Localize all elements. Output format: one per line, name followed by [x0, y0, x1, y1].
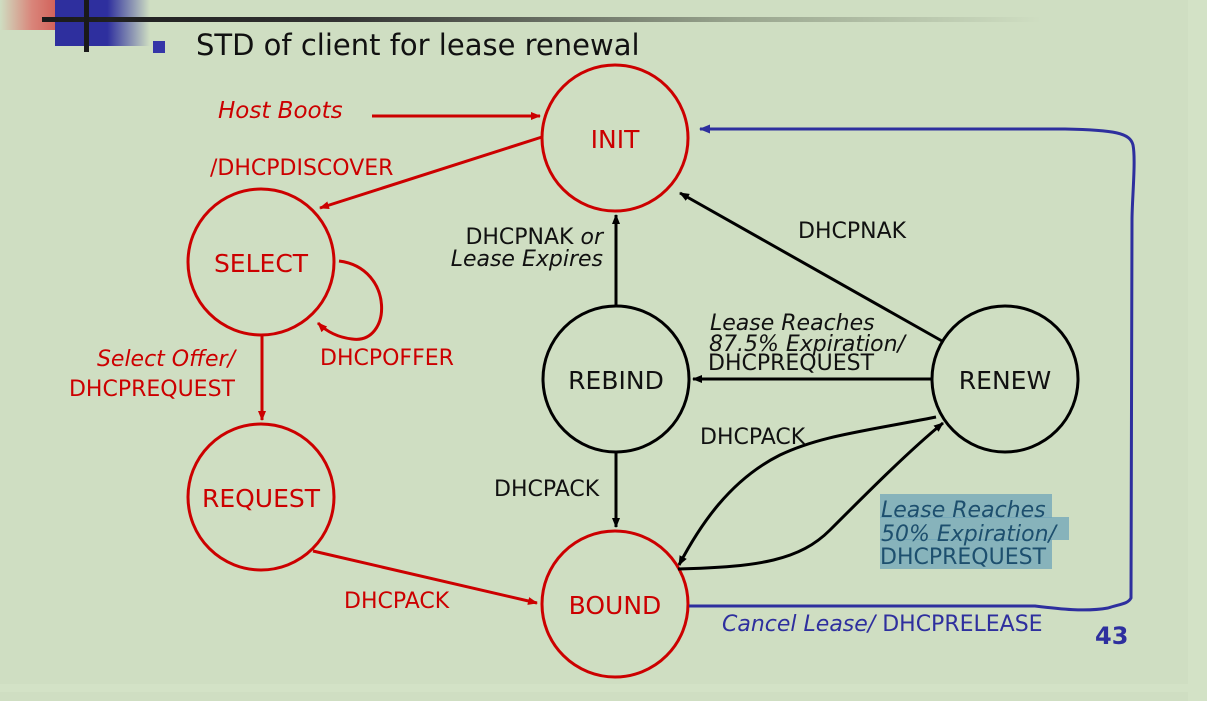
label-50-expiration: 50% Expiration/	[881, 522, 1059, 547]
label-select-dhcprequest: DHCPREQUEST	[69, 377, 236, 402]
state-rebind: REBIND	[541, 304, 691, 454]
label-renew-dhcpnak: DHCPNAK	[798, 219, 907, 244]
decoration-horizontal-line	[42, 17, 1042, 22]
arrow-renew-to-init	[679, 191, 943, 343]
state-init: INIT	[540, 63, 690, 213]
state-label: BOUND	[569, 591, 662, 620]
label-cancel-lease: Cancel Lease/ DHCPRELEASE	[722, 612, 1043, 637]
arrow-bound-to-renew	[677, 421, 944, 571]
arrow-bound-to-init-cancel	[689, 124, 1136, 612]
state-request: REQUEST	[186, 422, 336, 572]
state-label: RENEW	[959, 366, 1051, 395]
label-renew-dhcpack: DHCPACK	[700, 425, 806, 450]
label-lease-reaches-50: Lease Reaches	[881, 498, 1046, 523]
arrow-renew-to-bound	[677, 415, 937, 566]
label-select-offer: Select Offer/	[97, 347, 238, 372]
label-rebind-nak: DHCPNAK or	[465, 225, 605, 250]
label-bound-dhcprequest: DHCPREQUEST	[880, 545, 1047, 570]
state-bound: BOUND	[540, 529, 690, 679]
label-dhcpdiscover: /DHCPDISCOVER	[210, 156, 393, 181]
label-rebind-dhcpack: DHCPACK	[494, 477, 600, 502]
label-lease-expires: Lease Expires	[451, 247, 603, 272]
state-label: REQUEST	[202, 484, 321, 513]
label-875-expiration: 87.5% Expiration/	[709, 332, 908, 357]
label-request-dhcpack: DHCPACK	[344, 589, 450, 614]
label-dhcpoffer: DHCPOFFER	[320, 346, 454, 371]
state-select: SELECT	[186, 187, 336, 337]
slide-edge	[1188, 0, 1207, 701]
arrow-request-to-bound	[312, 549, 538, 605]
slide-title: STD of client for lease renewal	[196, 28, 640, 62]
state-label: REBIND	[568, 366, 664, 395]
label-lease-reaches-875: Lease Reaches	[710, 311, 875, 336]
bullet-icon	[153, 41, 165, 53]
state-label: INIT	[591, 125, 640, 154]
arrow-select-self-loop	[316, 259, 383, 341]
label-50-expiration-highlighted: Lease Reaches 50% Expiration/ DHCPREQUES…	[880, 494, 1069, 570]
state-renew: RENEW	[930, 304, 1080, 454]
label-host-boots: Host Boots	[218, 98, 343, 124]
arrow-init-to-select	[319, 135, 543, 210]
slide-edge	[0, 684, 1207, 692]
page-number: 43	[1095, 622, 1129, 650]
state-label: SELECT	[214, 249, 309, 278]
decoration-blue-block	[55, 0, 150, 46]
decoration-vertical-line	[84, 0, 89, 52]
label-renew-dhcprequest: DHCPREQUEST	[708, 351, 875, 376]
